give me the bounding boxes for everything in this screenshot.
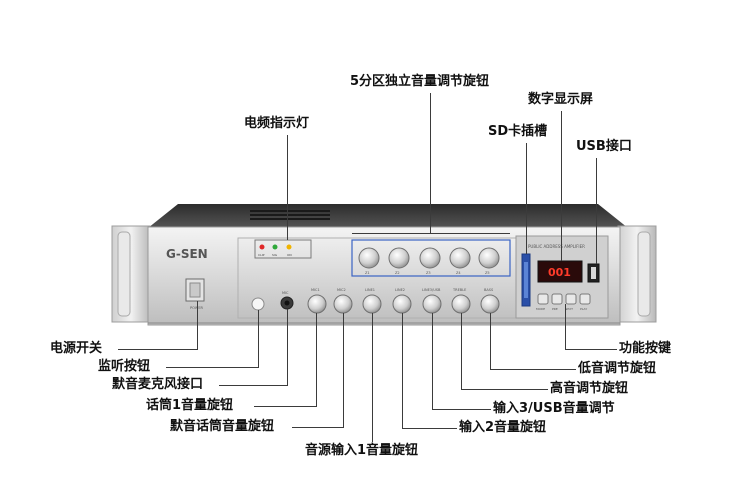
knob-label-line3-usb: LINE3/USB [422,288,441,292]
knob-label-bass: BASS [484,288,494,292]
callout-power-switch: 电源开关 [50,341,103,356]
digital-display [537,260,583,283]
callout-zone-volume-knobs: 5分区独立音量调节旋钮 [350,74,490,89]
callout-line1-volume: 音源输入1音量旋钮 [305,443,419,458]
led-panel [254,239,312,259]
zone-knob-label-4: Z4 [456,271,461,275]
leader-sd [526,143,527,254]
knob-bass[interactable] [480,294,500,314]
callout-function-buttons: 功能按键 [619,341,672,356]
function-button-play[interactable] [579,293,591,305]
zone-knob-label-2: Z2 [395,271,400,275]
knob-label-treble: TREBLE [452,288,466,292]
leader-usb [596,158,597,264]
callout-line3-usb-volume: 输入3/USB音量调节 [493,401,615,416]
leader-display [561,111,562,261]
knob-mic1[interactable] [307,294,327,314]
callout-monitor-button: 监听按钮 [98,359,151,374]
callout-mic-jack: 默音麦克风接口 [112,377,204,392]
knob-label-line1: LINE1 [365,288,375,292]
knob-line2[interactable] [392,294,412,314]
leader-zone-knobs [430,93,431,233]
led-on [286,244,292,250]
knob-line1[interactable] [362,294,382,314]
vent-slots [250,210,330,220]
led-label-sig: SIG [272,253,278,257]
knob-mic2[interactable] [333,294,353,314]
mic-jack-label: MIC [282,291,289,295]
zone-knobs [358,247,500,269]
zone-knob-3[interactable] [419,247,441,269]
led-clip [259,244,265,250]
knob-label-line2: LINE2 [395,288,405,292]
zone-knob-4[interactable] [449,247,471,269]
callout-line2-volume: 输入2音量旋钮 [459,420,547,435]
function-button-mode[interactable] [537,293,549,305]
knob-line3-usb[interactable] [422,294,442,314]
knob-label-mic1: MIC1 [311,288,320,292]
power-label: POWER [190,306,204,310]
panel-title: PUBLIC ADDRESS AMPLIFIER [528,244,585,249]
input-knobs [307,294,500,314]
brand-logo: G-SEN [166,247,208,261]
monitor-button[interactable] [251,297,265,311]
zone-knob-label-5: Z5 [485,271,490,275]
led-label-clip: CLIP [258,253,265,257]
callout-mic1-volume: 话筒1音量旋钮 [146,398,234,413]
top-cover [148,204,628,228]
zone-knob-label-3: Z3 [426,271,431,275]
zone-knob-1[interactable] [358,247,380,269]
function-buttons [537,293,591,305]
led-label-on: ON [287,253,292,257]
callout-usb-port: USB接口 [576,139,632,154]
led-sig [272,244,278,250]
function-label-play: PLAY [580,307,587,311]
callout-level-indicator: 电频指示灯 [244,116,310,131]
zone-knob-2[interactable] [388,247,410,269]
function-button-pre[interactable] [551,293,563,305]
function-label-next: NEXT [565,307,573,311]
knob-treble[interactable] [451,294,471,314]
callout-digital-display: 数字显示屏 [528,92,594,107]
zone-knob-5[interactable] [478,247,500,269]
callout-treble-knob: 高音调节旋钮 [550,381,629,396]
knob-label-mic2: MIC2 [337,288,346,292]
function-button-next[interactable] [565,293,577,305]
zone-knob-frame [351,239,511,277]
leader-led [287,135,288,240]
callout-mic-mute-volume: 默音话筒音量旋钮 [170,419,275,434]
function-label-pre: PRE [552,307,558,311]
display-value: 001 [548,266,571,279]
callout-bass-knob: 低音调节旋钮 [578,361,657,376]
zone-knob-label-1: Z1 [365,271,370,275]
function-label-mode: MODE [536,307,545,311]
callout-sd-slot: SD卡插槽 [488,124,548,139]
